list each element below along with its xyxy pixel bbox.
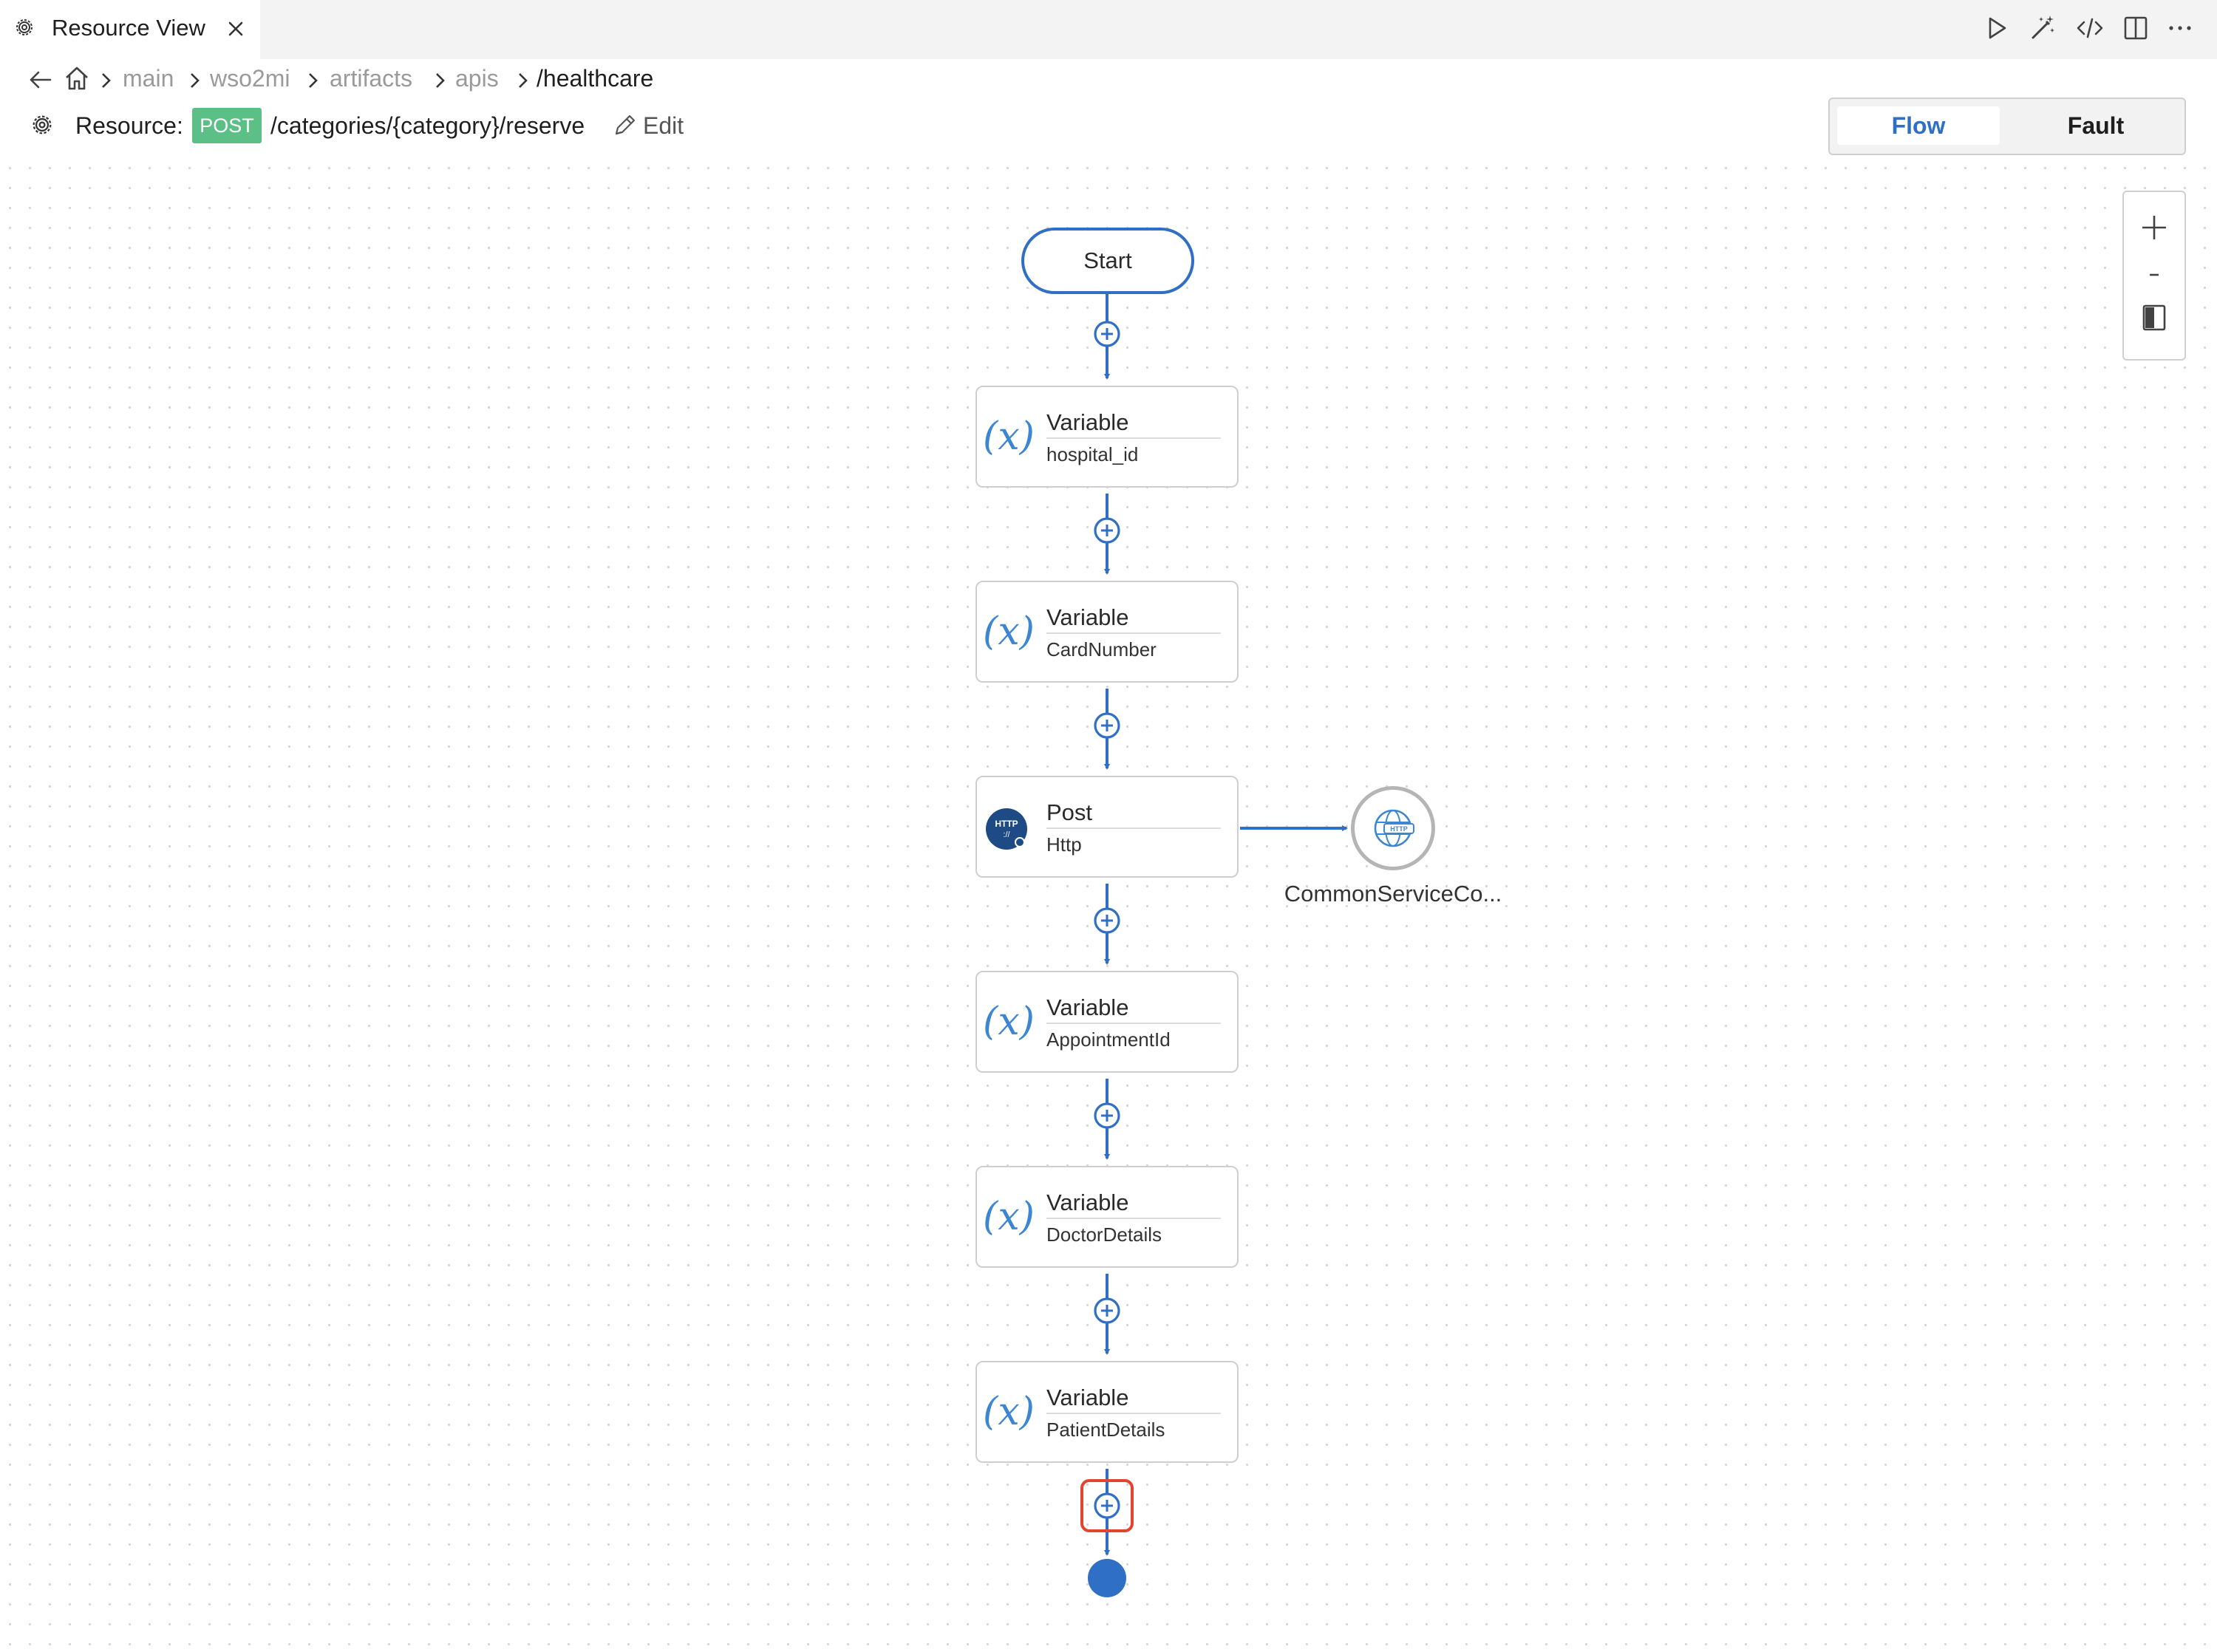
breadcrumb-current: /healthcare xyxy=(537,65,654,92)
breadcrumb-item-artifacts[interactable]: artifacts xyxy=(330,65,413,92)
chevron-right-icon xyxy=(102,73,111,88)
breadcrumb-item-main[interactable]: main xyxy=(123,65,174,92)
more-icon[interactable] xyxy=(2165,13,2195,43)
tab-resource-view[interactable]: Resource View xyxy=(0,0,260,59)
variable-icon: (x) xyxy=(983,610,1035,654)
node-subtitle: hospital_id xyxy=(1046,443,1139,465)
node-subtitle: Http xyxy=(1046,833,1082,856)
node-divider xyxy=(1046,1218,1221,1219)
zoom-controls xyxy=(2122,191,2186,361)
view-switch: Flow Fault xyxy=(1828,98,2186,155)
variable-icon: (x) xyxy=(983,1195,1035,1239)
node-title: Post xyxy=(1046,799,1093,825)
http-endpoint-icon: HTTP xyxy=(1374,809,1414,847)
node-divider xyxy=(1046,437,1221,439)
gear-icon xyxy=(33,115,52,134)
code-icon[interactable] xyxy=(2075,13,2105,43)
variable-node-appointmentid[interactable]: (x) Variable AppointmentId xyxy=(975,971,1239,1073)
node-title: Variable xyxy=(1046,409,1129,435)
tab-title: Resource View xyxy=(52,15,205,41)
chevron-right-icon xyxy=(436,73,445,88)
add-mediator-button[interactable] xyxy=(1092,516,1122,545)
svg-text:HTTP: HTTP xyxy=(1390,825,1408,833)
add-mediator-button[interactable] xyxy=(1092,1296,1122,1325)
breadcrumb-item-wso2mi[interactable]: wso2mi xyxy=(210,65,290,92)
chevron-right-icon xyxy=(519,73,528,88)
edit-button[interactable]: Edit xyxy=(612,109,684,142)
add-mediator-button[interactable] xyxy=(1092,1101,1122,1130)
edit-label: Edit xyxy=(643,112,684,139)
add-mediator-button[interactable] xyxy=(1092,906,1122,935)
variable-node-patientdetails[interactable]: (x) Variable PatientDetails xyxy=(975,1361,1239,1463)
split-editor-icon[interactable] xyxy=(2121,13,2150,43)
pencil-icon xyxy=(615,115,636,135)
resource-label: Resource: xyxy=(75,112,183,139)
node-subtitle: PatientDetails xyxy=(1046,1419,1165,1441)
node-subtitle: DoctorDetails xyxy=(1046,1223,1162,1246)
variable-icon: (x) xyxy=(983,414,1035,459)
fit-view-icon[interactable] xyxy=(2139,303,2169,332)
tab-bar: Resource View xyxy=(0,0,2217,59)
node-divider xyxy=(1046,827,1221,829)
node-divider xyxy=(1046,1023,1221,1024)
home-icon[interactable] xyxy=(62,64,92,93)
zoom-out-icon[interactable] xyxy=(2139,260,2169,290)
run-icon[interactable] xyxy=(1982,13,2012,43)
node-title: Variable xyxy=(1046,604,1129,630)
endpoint-label[interactable]: CommonServiceCo... xyxy=(1284,881,1502,907)
node-title: Variable xyxy=(1046,1189,1129,1215)
highlight-box xyxy=(1080,1479,1134,1532)
tab-fault[interactable]: Fault xyxy=(2067,112,2125,139)
close-icon[interactable] xyxy=(222,15,250,43)
magic-wand-icon[interactable] xyxy=(2028,13,2057,43)
node-divider xyxy=(1046,1413,1221,1414)
back-arrow-icon[interactable] xyxy=(25,65,55,95)
variable-node-cardnumber[interactable]: (x) Variable CardNumber xyxy=(975,581,1239,683)
svg-text:HTTP: HTTP xyxy=(995,819,1018,829)
method-badge: POST xyxy=(192,108,262,143)
node-title: Variable xyxy=(1046,1385,1129,1410)
chevron-right-icon xyxy=(309,73,318,88)
variable-node-hospital-id[interactable]: (x) Variable hospital_id xyxy=(975,386,1239,488)
zoom-in-icon[interactable] xyxy=(2139,213,2169,242)
add-mediator-button[interactable] xyxy=(1092,711,1122,740)
end-node xyxy=(1088,1559,1126,1597)
http-icon: HTTP :// xyxy=(986,808,1027,850)
start-node[interactable]: Start xyxy=(1021,228,1194,294)
svg-text:://: :// xyxy=(1003,830,1010,839)
tab-flow[interactable]: Flow xyxy=(1837,106,2000,145)
variable-icon: (x) xyxy=(983,1390,1035,1434)
node-subtitle: AppointmentId xyxy=(1046,1028,1171,1051)
add-mediator-button[interactable] xyxy=(1092,319,1122,349)
gear-icon xyxy=(16,19,33,35)
variable-node-doctordetails[interactable]: (x) Variable DoctorDetails xyxy=(975,1166,1239,1268)
node-divider xyxy=(1046,632,1221,634)
http-post-node[interactable]: HTTP :// Post Http xyxy=(975,776,1239,878)
node-title: Variable xyxy=(1046,994,1129,1020)
variable-icon: (x) xyxy=(983,1000,1035,1044)
add-mediator-button[interactable] xyxy=(1092,1491,1122,1520)
node-subtitle: CardNumber xyxy=(1046,638,1157,661)
resource-path: /categories/{category}/reserve xyxy=(270,112,585,139)
endpoint-node[interactable]: HTTP xyxy=(1351,786,1435,870)
breadcrumb-item-apis[interactable]: apis xyxy=(455,65,499,92)
chevron-right-icon xyxy=(191,73,200,88)
